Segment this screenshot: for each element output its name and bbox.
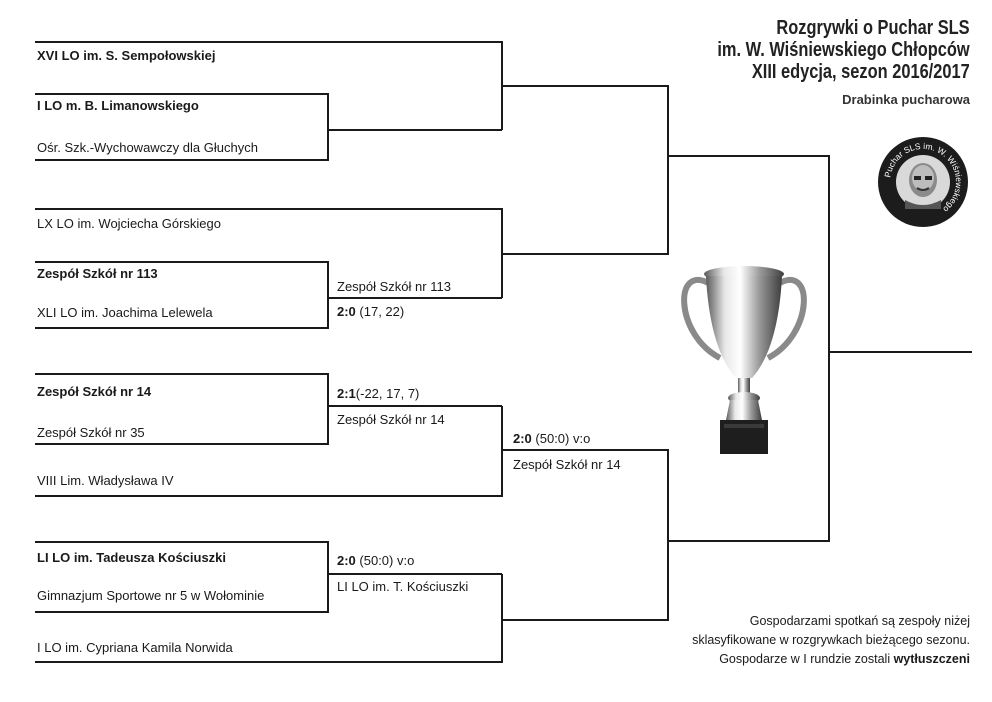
bracket-line-team5: [35, 261, 502, 299]
match-5-sets: (50:0) v:o: [355, 553, 415, 568]
hosts-note: Gospodarzami spotkań są zespoły niżej sk…: [692, 612, 970, 669]
quarterfinal-sets: (50:0) v:o: [531, 431, 591, 446]
match-5-winner: LI LO im. T. Kościuszki: [337, 579, 469, 594]
team-12: I LO im. Cypriana Kamila Norwida: [37, 640, 233, 655]
tournament-logo: Puchar SLS im. W. Wiśniewskiego: [878, 137, 968, 227]
bracket-line-team3: [35, 130, 329, 161]
match-4-sets: (-22, 17, 7): [355, 386, 420, 401]
hosts-note-line-3: Gospodarze w I rundzie zostali wytłuszcz…: [692, 650, 970, 669]
title-line-3: XIII edycja, sezon 2016/2017: [752, 61, 970, 83]
bracket-line-team1: [35, 41, 503, 86]
match-3-sets: (17, 22): [355, 304, 405, 319]
team-1: XVI LO im. S. Sempołowskiej: [37, 48, 216, 63]
title-line-2: im. W. Wiśniewskiego Chłopców: [717, 39, 970, 61]
team-11: Gimnazjum Sportowe nr 5 w Wołominie: [37, 588, 265, 603]
team-6: XLI LO im. Joachima Lelewela: [37, 305, 213, 320]
match-5-score: 2:0: [337, 553, 356, 568]
bracket-line-q1-out: [502, 85, 669, 156]
title-line-1: Rozgrywki o Puchar SLS: [776, 17, 970, 39]
bracket-line-q3-out: [502, 449, 669, 541]
quarterfinal-winner: Zespół Szkół nr 14: [513, 457, 621, 472]
match-5-result: 2:0 (50:0) v:o: [337, 553, 414, 569]
bracket-line-semi1: [668, 155, 830, 352]
match-3-winner: Zespół Szkół nr 113: [337, 279, 451, 294]
bracket-line-q4-out: [502, 541, 669, 621]
bracket-line-team6: [35, 298, 329, 329]
bracket-line-team9: [35, 406, 503, 497]
hosts-note-line-2: sklasyfikowane w rozgrywkach bieżącego s…: [692, 633, 970, 647]
bracket-line-team10: [35, 541, 502, 575]
bracket-line-team4: [35, 208, 503, 254]
match-3-result: 2:0 (17, 22): [337, 304, 404, 320]
bracket-line-team12: [35, 574, 503, 663]
team-5: Zespół Szkół nr 113: [37, 266, 158, 281]
subtitle: Drabinka pucharowa: [842, 92, 970, 107]
bracket-line-team7: [35, 373, 502, 407]
team-10: LI LO im. Tadeusza Kościuszki: [37, 550, 227, 565]
team-9: VIII Lim. Władysława IV: [37, 473, 174, 488]
match-3-score: 2:0: [337, 304, 356, 319]
match-4-winner: Zespół Szkół nr 14: [337, 412, 445, 427]
bracket-line-team2: [35, 93, 502, 131]
team-7: Zespół Szkół nr 14: [37, 384, 152, 399]
trophy-icon: [681, 266, 807, 454]
match-4-score: 2:1: [337, 386, 356, 401]
hosts-note-bold: wytłuszczeni: [893, 652, 970, 666]
team-8: Zespół Szkół nr 35: [37, 425, 145, 440]
bracket-line-semi2: [668, 352, 830, 542]
team-4: LX LO im. Wojciecha Górskiego: [37, 216, 221, 231]
bracket-line-q2-out: [502, 156, 669, 255]
quarterfinal-result: 2:0 (50:0) v:o: [513, 431, 590, 447]
bracket-line-team11: [35, 574, 329, 613]
hosts-note-prefix: Gospodarze w I rundzie zostali: [719, 652, 894, 666]
quarterfinal-score: 2:0: [513, 431, 532, 446]
match-4-result: 2:1(-22, 17, 7): [337, 386, 419, 402]
team-3: Ośr. Szk.-Wychowawczy dla Głuchych: [37, 140, 258, 155]
bracket-line-team8: [35, 406, 329, 445]
hosts-note-line-1: Gospodarzami spotkań są zespoły niżej: [749, 614, 970, 628]
team-2: I LO m. B. Limanowskiego: [37, 98, 199, 113]
